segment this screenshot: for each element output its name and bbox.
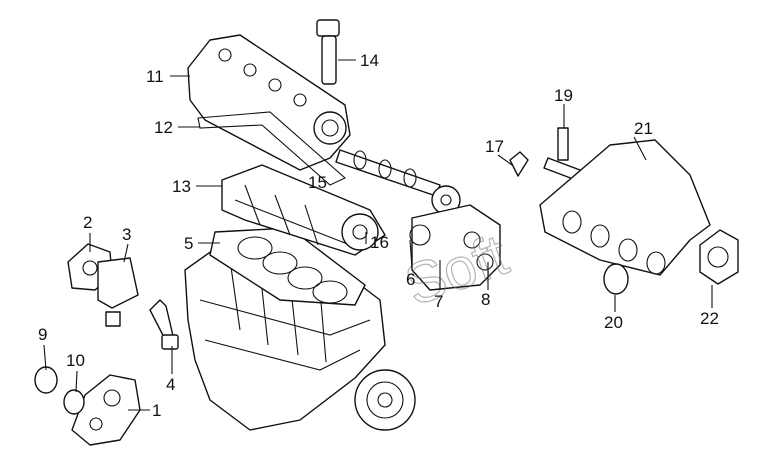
callout-11: 11 [146,67,164,86]
leader-lines [43,59,713,411]
temperature-sensor [509,151,529,177]
throttle-body [699,229,739,285]
ignition-coil [316,19,340,85]
camshaft [335,149,461,215]
callouts: 1 2 3 4 5 6 7 8 9 10 11 12 13 14 15 16 1… [38,51,719,420]
clip [105,311,121,327]
callout-22: 22 [700,309,719,328]
cam-pulley [341,213,379,251]
callout-4: 4 [166,375,175,394]
callout-16: 16 [370,233,389,252]
callout-7: 7 [434,292,443,311]
cap [34,366,58,394]
callout-5: 5 [184,234,193,253]
bracket-gasket [97,257,139,309]
valve-cover [187,34,351,171]
callout-14: 14 [360,51,379,70]
callout-21: 21 [634,119,653,138]
valve-cover-gasket [197,111,346,186]
callout-6: 6 [406,270,415,289]
timing-gasket [409,204,501,291]
callout-1: 1 [152,401,161,420]
callout-9: 9 [38,325,47,344]
callout-10: 10 [66,351,85,370]
callout-19: 19 [554,86,573,105]
callout-12: 12 [154,118,173,137]
callout-2: 2 [83,213,92,232]
thermostat-housing [71,374,141,446]
oil-level-sensor [149,299,179,350]
callout-13: 13 [172,177,191,196]
callout-8: 8 [481,290,490,309]
callout-15: 15 [308,173,327,192]
o-ring [603,263,629,295]
intake-manifold [539,139,711,276]
callout-17: 17 [485,137,504,156]
bush [63,389,85,415]
callout-3: 3 [122,225,131,244]
callout-20: 20 [604,313,623,332]
